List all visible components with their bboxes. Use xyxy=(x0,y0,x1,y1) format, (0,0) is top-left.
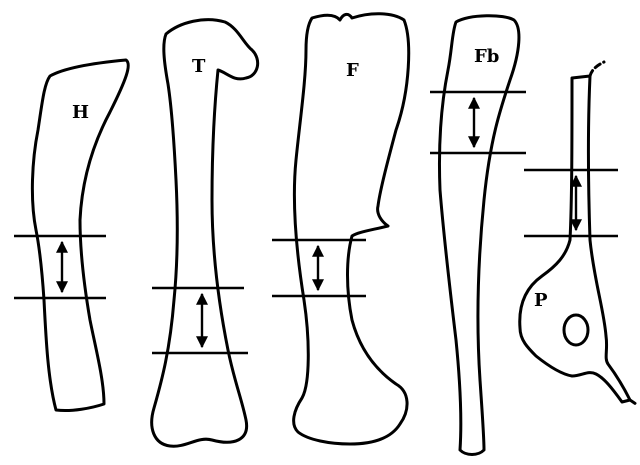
tibia-label: T xyxy=(192,56,206,77)
tibia-group: T xyxy=(152,20,258,447)
pelvis-dashed-crest xyxy=(590,62,604,76)
tibia-outline xyxy=(152,20,258,447)
fibula-outline xyxy=(439,16,518,455)
humerus-group: H xyxy=(14,60,128,411)
pelvis-outline xyxy=(520,76,630,402)
pelvis-label: P xyxy=(534,290,548,311)
femur-label: F xyxy=(346,60,359,81)
pelvis-group: P xyxy=(520,62,636,404)
humerus-label: H xyxy=(72,102,89,123)
obturator-foramen-outline xyxy=(564,315,588,345)
fibula-group: Fb xyxy=(430,16,526,455)
fibula-label: Fb xyxy=(474,46,499,67)
pelvis-dashed-tail xyxy=(630,400,636,404)
femur-group: F xyxy=(272,14,409,444)
